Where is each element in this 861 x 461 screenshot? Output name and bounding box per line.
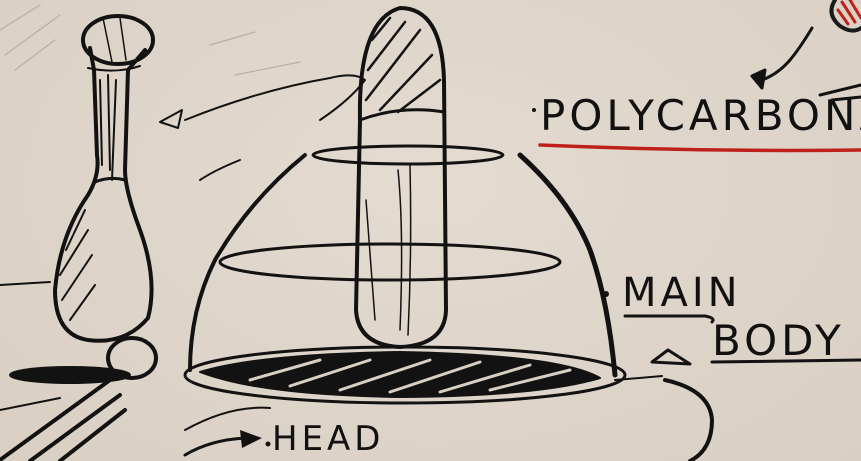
- pointer-arrow-left: [160, 75, 365, 128]
- main-body-dome: [185, 146, 625, 403]
- background-hatching: [0, 5, 300, 75]
- main-label: MAIN: [622, 270, 742, 316]
- bottle-sketch: [0, 16, 156, 461]
- body-label: BODY: [712, 316, 845, 365]
- main-body-arrow: [615, 350, 712, 461]
- head-callout: HEAD: [185, 408, 385, 459]
- red-accent-mark: [831, 0, 861, 31]
- bullet-dot: [532, 108, 536, 112]
- material-underline: [540, 145, 861, 150]
- capsule-tube: [356, 8, 446, 347]
- material-arrow: [752, 28, 861, 100]
- head-label: HEAD: [272, 419, 385, 459]
- main-body-callout: MAIN BODY: [603, 270, 861, 365]
- material-label: POLYCARBONA: [540, 91, 861, 140]
